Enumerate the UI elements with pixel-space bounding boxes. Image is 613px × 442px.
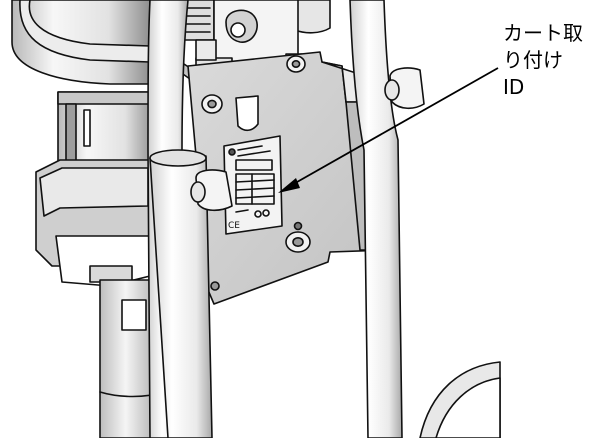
callout-line: カート取 — [503, 21, 583, 45]
clamp-knob-right — [384, 67, 425, 110]
cart-handle-left-tube — [147, 0, 213, 439]
callout-line: り付け — [503, 48, 563, 72]
clamp-knob-left — [190, 169, 233, 212]
plate-bolt — [201, 94, 223, 114]
callout-line: ID — [503, 75, 525, 99]
arrowhead-icon — [278, 178, 300, 193]
plate-bolt — [286, 55, 306, 73]
mount-bracket — [35, 159, 151, 287]
plate-bolt — [285, 231, 311, 253]
callout-label: カート取 り付け ID — [503, 20, 611, 101]
cart-id-label: CE — [223, 135, 283, 235]
motor-housing — [11, 0, 331, 85]
cart-wheel — [419, 361, 501, 439]
callout-leader — [278, 67, 499, 193]
ce-mark: CE — [228, 221, 240, 231]
